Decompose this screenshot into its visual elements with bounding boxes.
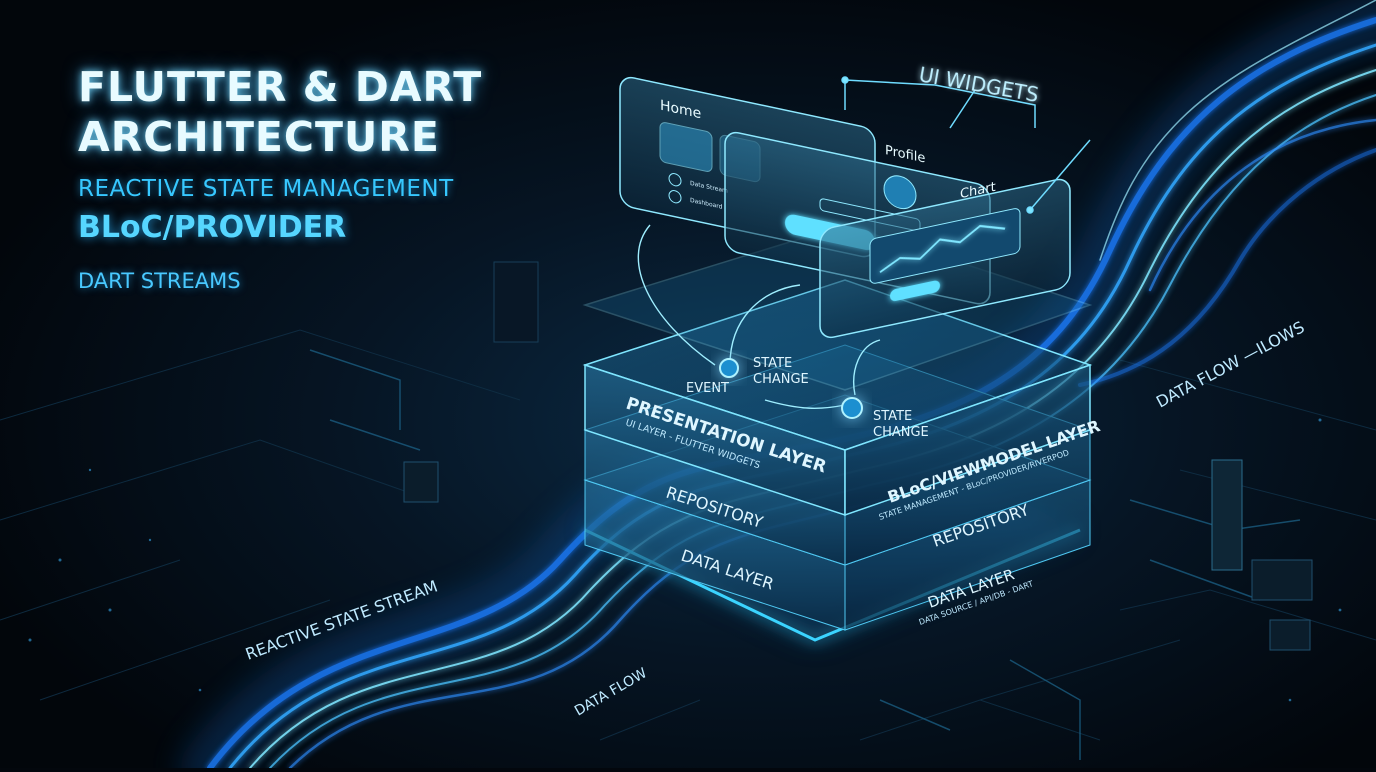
title-block: FLUTTER & DART ARCHITECTURE REACTIVE STA… (78, 62, 482, 293)
subtitle-reactive: REACTIVE STATE MANAGEMENT (78, 176, 454, 202)
state-flow-arrows (637, 224, 881, 409)
state-nodes (719, 358, 863, 419)
title-line-1: FLUTTER & DART (78, 63, 483, 111)
subtitle-bloc: BLoC/PROVIDER (78, 210, 347, 245)
presentation-layer-slab (582, 279, 1093, 517)
title-line-2: ARCHITECTURE (78, 113, 440, 161)
ui-widgets-callout (841, 76, 1091, 214)
event-label: EVENT (686, 381, 729, 396)
circuit-grid (0, 329, 1376, 741)
circuit-chips (403, 261, 1313, 651)
subtitle-streams: DART STREAMS (78, 269, 241, 293)
layer-stack: PRESENTATION LAYER UI LAYER - FLUTTER WI… (582, 224, 1102, 642)
phone-chart: Chart (819, 178, 1071, 339)
bokeh-dots (28, 418, 1342, 702)
